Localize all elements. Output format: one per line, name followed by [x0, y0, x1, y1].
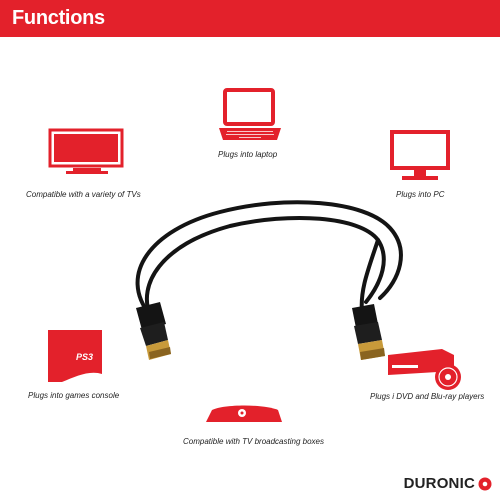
- right-hdmi-connector: [352, 304, 385, 360]
- header-bar: Functions: [0, 0, 500, 37]
- laptop-caption: Plugs into laptop: [218, 150, 278, 159]
- feature-box: [204, 402, 284, 426]
- brand-logo: DURONIC: [404, 475, 492, 492]
- hdmi-cable-image: [110, 190, 410, 380]
- tv-caption: Compatible with a variety of TVs: [26, 190, 141, 199]
- ps3-logo: PS3: [76, 352, 93, 362]
- feature-console: PS3: [46, 328, 104, 384]
- box-caption: Compatible with TV broadcasting boxes: [183, 437, 324, 446]
- brand-name: DURONIC: [403, 475, 475, 492]
- monitor-icon: [390, 130, 450, 180]
- feature-tv: [48, 128, 128, 176]
- set-top-box-icon: [206, 405, 282, 422]
- ps3-console-icon: PS3: [48, 330, 102, 382]
- feature-dvd: [384, 345, 470, 391]
- brand-mark-icon: [478, 477, 492, 490]
- page-title: Functions: [12, 7, 105, 29]
- tv-icon: [48, 128, 124, 174]
- dvd-caption: Plugs i DVD and Blu-ray players: [370, 392, 485, 401]
- feature-laptop: [215, 88, 285, 144]
- pc-caption: Plugs into PC: [396, 190, 445, 199]
- feature-pc: [388, 130, 452, 186]
- left-hdmi-connector: [136, 302, 171, 360]
- console-caption: Plugs into games console: [28, 391, 120, 400]
- laptop-icon: [219, 88, 281, 140]
- dvd-player-icon: [388, 349, 461, 390]
